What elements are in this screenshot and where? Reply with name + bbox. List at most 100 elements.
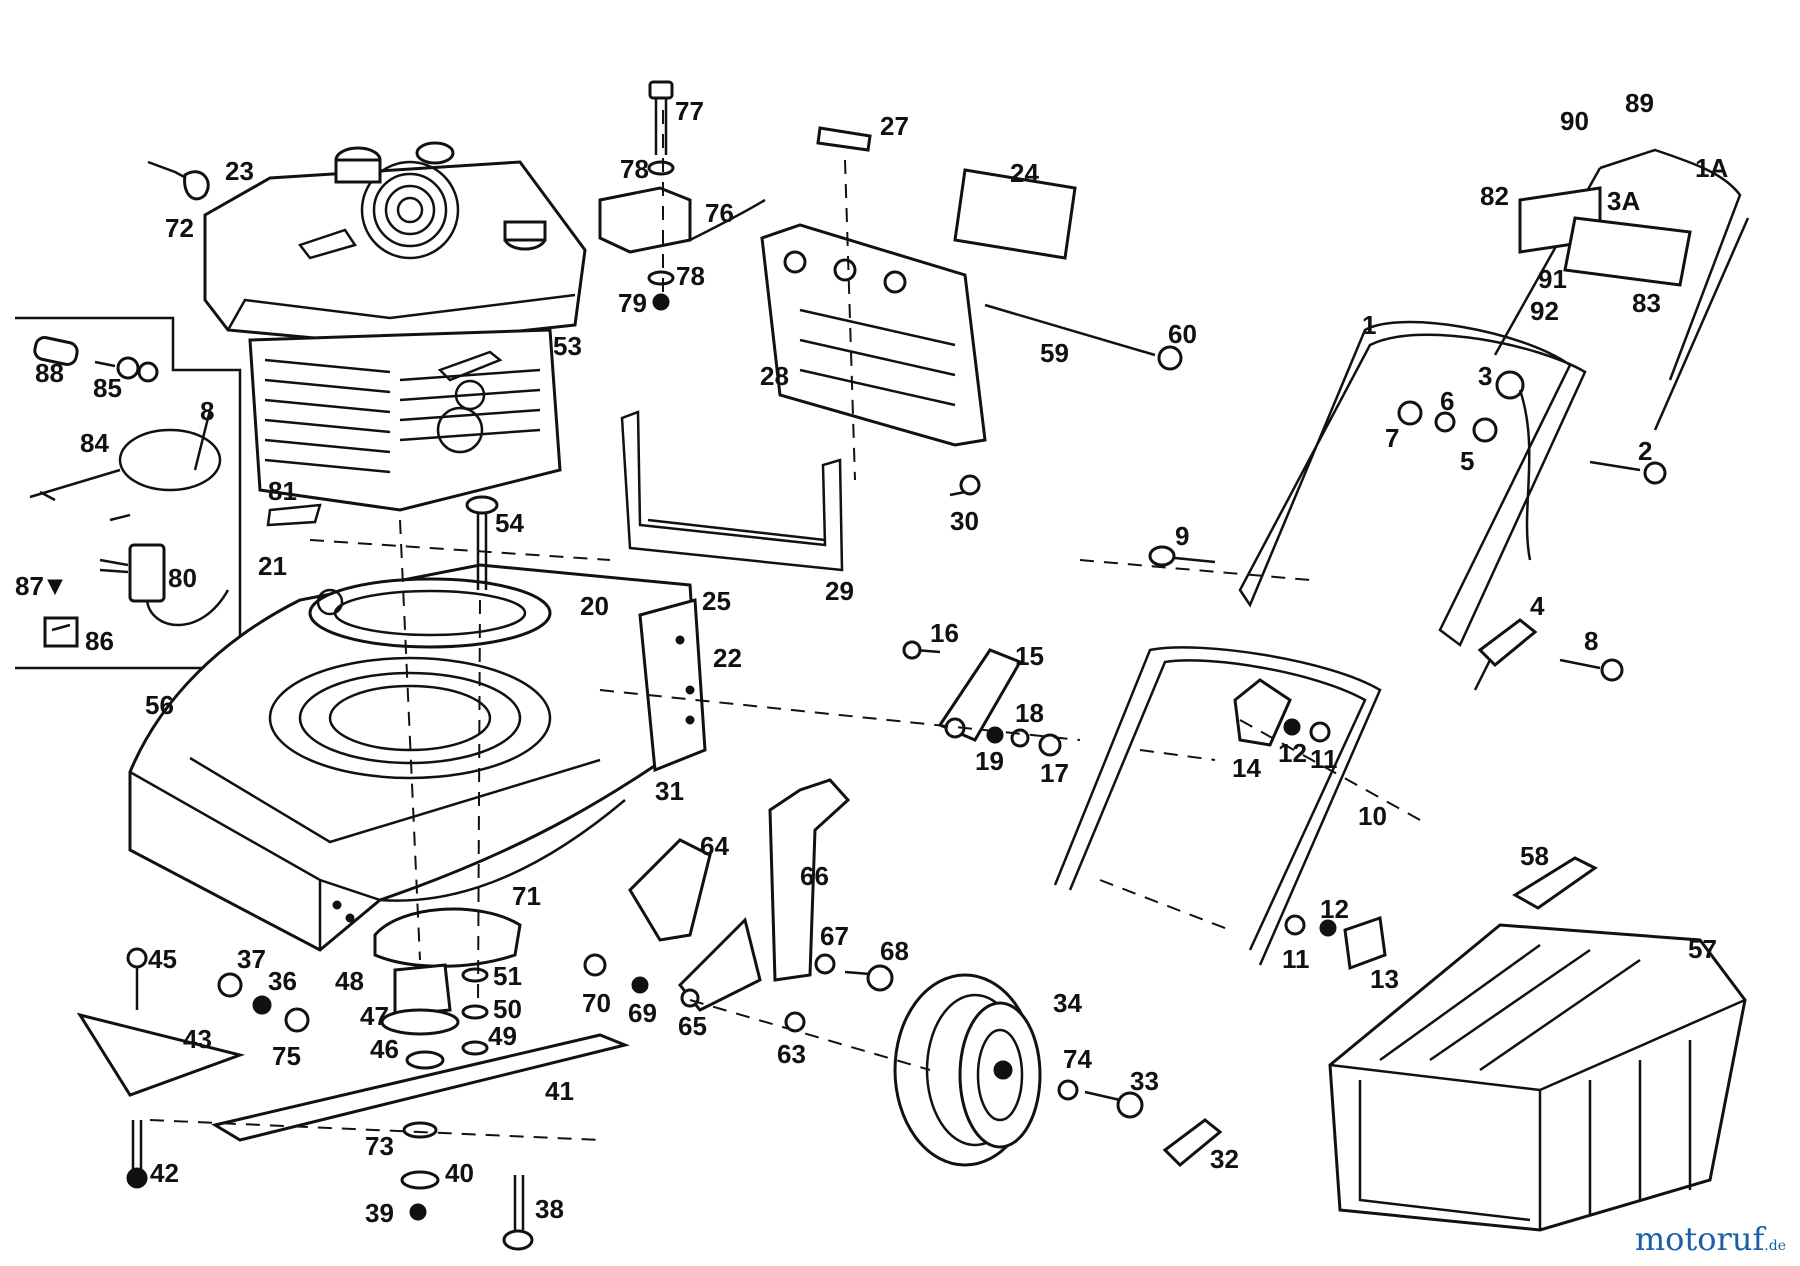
part-label: 23 bbox=[225, 156, 254, 186]
part-label: 90 bbox=[1560, 106, 1589, 136]
part-label: 12 bbox=[1278, 738, 1307, 768]
part-label: 1 bbox=[1362, 310, 1376, 340]
part-label: 25 bbox=[702, 586, 731, 616]
part-label: 84 bbox=[80, 428, 109, 458]
part-label: 42 bbox=[150, 1158, 179, 1188]
part-label: 56 bbox=[145, 690, 174, 720]
part-label: 77 bbox=[675, 96, 704, 126]
part-label: 73 bbox=[365, 1131, 394, 1161]
part-label: 78 bbox=[620, 154, 649, 184]
part-label: 59 bbox=[1040, 338, 1069, 368]
part-label: 17 bbox=[1040, 758, 1069, 788]
top-center-parts bbox=[266, 80, 1183, 590]
part-label: 8 bbox=[1584, 626, 1598, 656]
part-label: 30 bbox=[950, 506, 979, 536]
part-label: 57 bbox=[1688, 934, 1717, 964]
part-label: 28 bbox=[760, 361, 789, 391]
part-label: 51 bbox=[493, 961, 522, 991]
part-label: 50 bbox=[493, 994, 522, 1024]
part-label: 6 bbox=[1440, 386, 1454, 416]
part-label: 24 bbox=[1010, 158, 1039, 188]
part-label: 2 bbox=[1638, 436, 1652, 466]
part-label: 19 bbox=[975, 746, 1004, 776]
part-label: 43 bbox=[183, 1024, 212, 1054]
part-label: 16 bbox=[930, 618, 959, 648]
watermark-tld: .de bbox=[1764, 1238, 1786, 1254]
part-label: 74 bbox=[1063, 1044, 1092, 1074]
grass-catcher bbox=[1328, 856, 1747, 1232]
part-label: 1A bbox=[1695, 153, 1728, 183]
part-label: 40 bbox=[445, 1158, 474, 1188]
part-label: 69 bbox=[628, 998, 657, 1028]
mower-deck bbox=[128, 563, 707, 968]
part-label: 89 bbox=[1625, 88, 1654, 118]
part-label: 32 bbox=[1210, 1144, 1239, 1174]
part-label: 41 bbox=[545, 1076, 574, 1106]
part-label: 8 bbox=[200, 396, 214, 426]
part-label: 22 bbox=[713, 643, 742, 673]
part-label: 3A bbox=[1607, 186, 1640, 216]
part-label: 64 bbox=[700, 831, 729, 861]
part-label: 92 bbox=[1530, 296, 1559, 326]
part-label: 80 bbox=[168, 563, 197, 593]
part-label: 65 bbox=[678, 1011, 707, 1041]
part-label: 46 bbox=[370, 1034, 399, 1064]
part-label: 91 bbox=[1538, 264, 1567, 294]
part-label: 60 bbox=[1168, 319, 1197, 349]
part-label: 3 bbox=[1478, 361, 1492, 391]
part-label: 54 bbox=[495, 508, 524, 538]
part-label: 53 bbox=[553, 331, 582, 361]
part-label: 12 bbox=[1320, 894, 1349, 924]
handle-assembly bbox=[902, 148, 1750, 971]
part-label: 87 bbox=[15, 571, 44, 601]
part-label: 7 bbox=[1385, 423, 1399, 453]
part-label: 20 bbox=[580, 591, 609, 621]
part-label: 72 bbox=[165, 213, 194, 243]
part-label: 11 bbox=[1282, 944, 1310, 974]
part-label: 71 bbox=[512, 881, 541, 911]
part-label: 37 bbox=[237, 944, 266, 974]
part-label: 85 bbox=[93, 373, 122, 403]
wheel-assembly bbox=[583, 778, 1223, 1168]
part-label: 79 bbox=[618, 288, 647, 318]
part-label: 48 bbox=[335, 966, 364, 996]
part-label: 49 bbox=[488, 1021, 517, 1051]
part-label: 15 bbox=[1015, 641, 1044, 671]
part-label: 86 bbox=[85, 626, 114, 656]
part-label: 78 bbox=[676, 261, 705, 291]
part-label: 4 bbox=[1530, 591, 1545, 621]
part-label: 5 bbox=[1460, 446, 1474, 476]
assembly-guide-lines bbox=[149, 110, 1421, 1141]
part-label: 14 bbox=[1232, 753, 1261, 783]
part-label: 21 bbox=[258, 551, 287, 581]
part-label: 63 bbox=[777, 1039, 806, 1069]
part-label: 13 bbox=[1370, 964, 1399, 994]
part-label: 18 bbox=[1015, 698, 1044, 728]
part-label: 39 bbox=[365, 1198, 394, 1228]
part-label: 10 bbox=[1358, 801, 1387, 831]
part-label: 82 bbox=[1480, 181, 1509, 211]
part-label: 33 bbox=[1130, 1066, 1159, 1096]
part-label: 66 bbox=[800, 861, 829, 891]
part-label: 9 bbox=[1175, 521, 1189, 551]
part-label: 67 bbox=[820, 921, 849, 951]
part-label: 68 bbox=[880, 936, 909, 966]
watermark: motoruf.de bbox=[1635, 1220, 1786, 1258]
blade-assembly bbox=[76, 947, 630, 1251]
part-number-labels: 77 27 89 90 1A 23 24 72 78 76 78 79 82 3… bbox=[15, 88, 1728, 1228]
part-label: 75 bbox=[272, 1041, 301, 1071]
part-label: 38 bbox=[535, 1194, 564, 1224]
part-label: 83 bbox=[1632, 288, 1661, 318]
part-label: 58 bbox=[1520, 841, 1549, 871]
part-label: 31 bbox=[655, 776, 684, 806]
part-label: 29 bbox=[825, 576, 854, 606]
part-label: 76 bbox=[705, 198, 734, 228]
part-label: 34 bbox=[1053, 988, 1082, 1018]
part-label: 27 bbox=[880, 111, 909, 141]
watermark-brand: motoruf bbox=[1634, 1220, 1765, 1258]
part-label: 45 bbox=[148, 944, 177, 974]
part-label: 11 bbox=[1310, 744, 1338, 774]
part-label: 88 bbox=[35, 358, 64, 388]
part-label: 70 bbox=[582, 988, 611, 1018]
